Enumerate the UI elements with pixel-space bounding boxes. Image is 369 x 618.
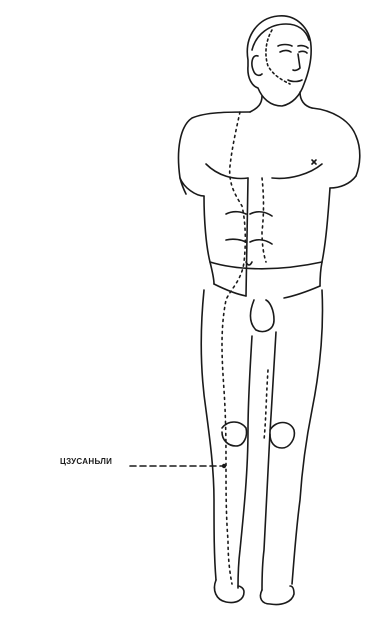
chest-right — [272, 164, 322, 178]
secondary-meridian-line — [262, 178, 266, 262]
leg-left-outer — [201, 290, 216, 580]
abs-line-3 — [226, 239, 246, 242]
neck-left — [250, 96, 262, 112]
torso-side-right — [320, 188, 330, 286]
eye-left — [280, 51, 291, 53]
center-line — [246, 178, 248, 296]
abs-line-4 — [250, 240, 272, 244]
eyebrow-left — [278, 45, 292, 47]
pelvis-left — [214, 284, 246, 296]
knee-right — [270, 423, 294, 449]
torso-side-left — [204, 196, 214, 284]
nose — [293, 54, 300, 70]
callout-label: ЦЗУСАНЬЛИ — [60, 457, 112, 466]
chest-left — [206, 164, 248, 178]
right-leg-meridian-line — [264, 370, 268, 440]
neck-right — [300, 92, 312, 108]
navel — [246, 262, 252, 265]
torso-left-contour — [179, 112, 251, 194]
meridian-line — [222, 112, 245, 584]
head-meridian-line — [266, 30, 290, 84]
right-arm-stub — [330, 176, 356, 188]
waist-line — [210, 262, 322, 269]
genital-outline — [251, 300, 275, 332]
foot-left — [214, 580, 244, 603]
abs-line-2 — [250, 212, 272, 216]
leg-left-inner — [238, 336, 252, 588]
ear-outline — [252, 56, 262, 76]
eyebrow-right — [298, 46, 308, 48]
mouth — [288, 80, 302, 82]
eye-right — [299, 51, 307, 53]
nipple-right — [312, 160, 316, 164]
foot-right — [260, 586, 294, 605]
leg-right-outer — [292, 290, 323, 584]
callout-point — [222, 464, 226, 468]
leg-right-inner — [262, 332, 276, 590]
pelvis-right — [284, 286, 320, 298]
